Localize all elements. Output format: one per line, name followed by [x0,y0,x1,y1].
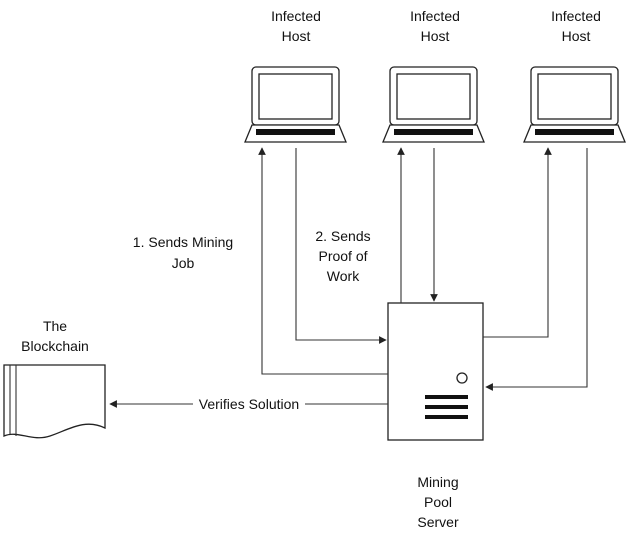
edge-label-verifies: Verifies Solution [193,395,305,413]
host-2-label-line2: Host [421,28,450,44]
host-3-label-line1: Infected [551,8,601,24]
blockchain: The Blockchain [3,318,106,439]
arrow-sends-job-host-3 [483,147,552,338]
blockchain-label-line1: The [43,318,67,334]
arrow-proof-host-1 [295,148,387,344]
edge-label-proof-line3: Work [327,268,360,284]
server-label-line3: Server [417,514,459,530]
infected-host-3: Infected Host [523,8,626,143]
arrow-sends-job-host-1 [258,147,388,375]
server-tower-icon [387,302,484,441]
edge-label-sends-job-line2: Job [172,255,195,271]
blockchain-label-line2: Blockchain [21,338,89,354]
server-label-line1: Mining [417,474,458,490]
laptop-icon [523,66,626,143]
mining-pool-server: Mining Pool Server [387,302,484,530]
laptop-icon [244,66,347,143]
edge-label-proof-line1: 2. Sends [315,228,370,244]
server-label-line2: Pool [424,494,452,510]
document-icon [3,364,106,439]
edge-label-proof-line2: Proof of [318,248,367,264]
arrow-proof-host-3 [485,148,588,391]
edge-label-sends-job-line1: 1. Sends Mining [133,234,233,250]
host-3-label-line2: Host [562,28,591,44]
host-1-label-line1: Infected [271,8,321,24]
host-2-label-line1: Infected [410,8,460,24]
laptop-icon [382,66,485,143]
infected-host-1: Infected Host [244,8,347,143]
edge-label-verifies-text: Verifies Solution [199,396,299,412]
infected-host-2: Infected Host [382,8,485,143]
host-1-label-line2: Host [282,28,311,44]
